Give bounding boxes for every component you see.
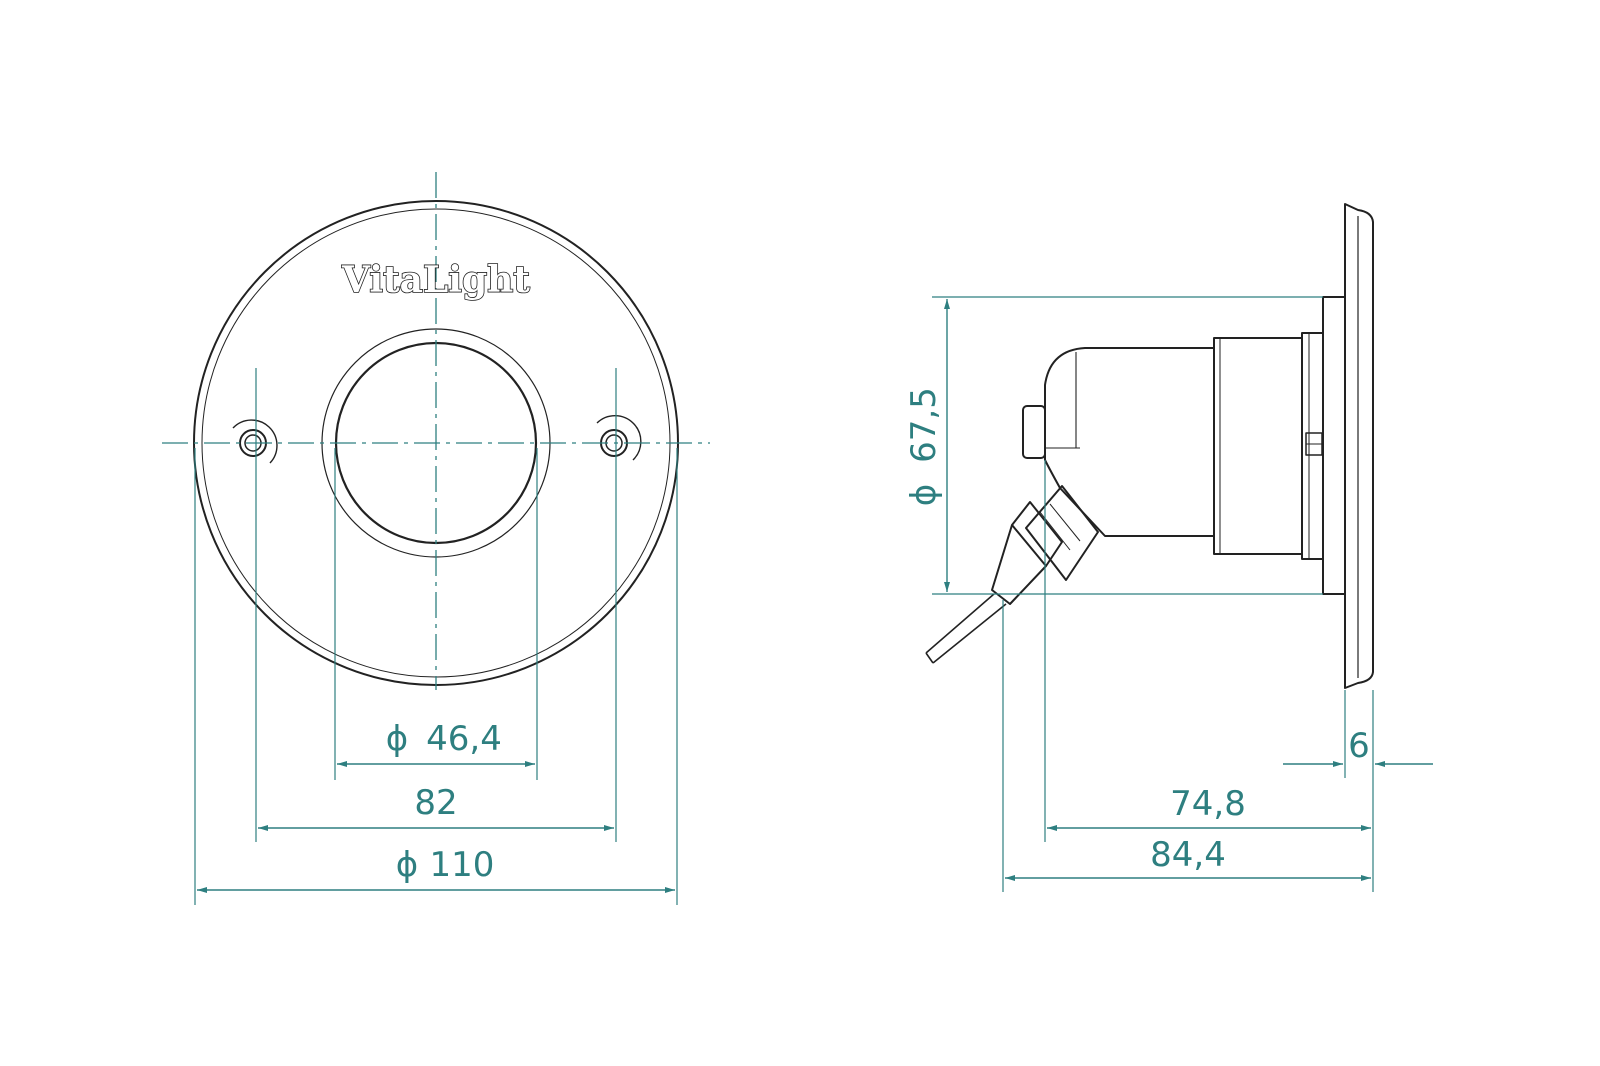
- cable-line-2: [932, 603, 1007, 664]
- front-flange: [1344, 203, 1374, 689]
- body-housing: [1213, 337, 1303, 555]
- side-view-dimension-lines: [944, 299, 1433, 881]
- cable-line-1: [925, 593, 995, 654]
- side-view: ϕ 67,5 6 74,8 84,4: [904, 203, 1433, 892]
- front-view-centerlines: [162, 172, 710, 690]
- dim-label-82: 82: [414, 783, 457, 823]
- body-rear-ring: [1301, 332, 1324, 560]
- left-screw-arc: [232, 419, 278, 464]
- cable-end: [925, 652, 934, 664]
- cable-gland-nut: [1011, 501, 1063, 567]
- dim-label-group-67-5: ϕ 67,5: [904, 387, 944, 506]
- dim-label-diameter-67-5-symbol: ϕ: [904, 484, 944, 506]
- dim-label-diameter-46-4-symbol: ϕ: [386, 719, 408, 759]
- front-view: VitaLight ϕ 46,4 82 ϕ 110: [162, 172, 710, 905]
- dim-label-74-8: 74,8: [1170, 784, 1246, 824]
- cable-gland-body: [1025, 485, 1099, 581]
- dim-label-84-4: 84,4: [1150, 835, 1226, 875]
- gland-thread-2: [1049, 503, 1081, 542]
- mounting-collar: [1322, 296, 1346, 595]
- rear-can: [1044, 347, 1214, 537]
- side-view-outline: [925, 203, 1374, 689]
- rear-boss: [1022, 405, 1046, 459]
- vitalight-logo: VitaLight: [341, 259, 530, 301]
- side-view-extension-lines: [932, 296, 1374, 892]
- dim-label-diameter-110: 110: [430, 845, 495, 885]
- dim-label-diameter-46-4: 46,4: [426, 719, 502, 759]
- right-screw-arc: [596, 414, 642, 461]
- dim-label-6: 6: [1348, 726, 1370, 766]
- cable-strain-relief: [991, 524, 1047, 605]
- dim-label-diameter-67-5: 67,5: [904, 387, 944, 463]
- front-view-extension-lines: [194, 368, 678, 905]
- front-view-dimension-lines: [197, 761, 675, 893]
- dim-label-diameter-110-symbol: ϕ: [396, 845, 418, 885]
